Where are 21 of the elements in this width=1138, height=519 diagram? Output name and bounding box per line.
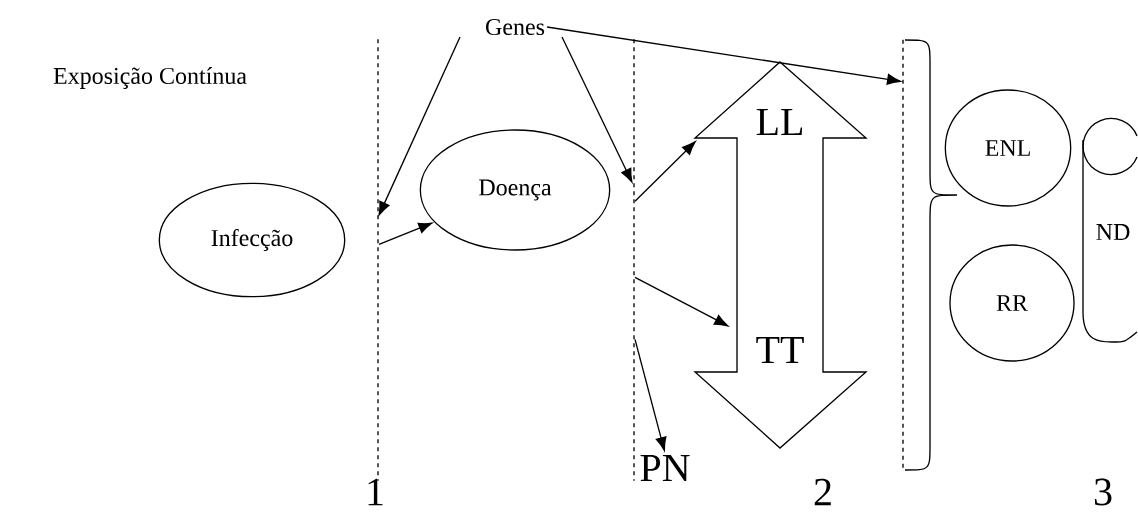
arrow — [634, 141, 696, 202]
node-text: Genes — [486, 18, 545, 36]
ellipse-node: ENL — [944, 89, 1072, 207]
arrow — [634, 276, 729, 327]
arrow — [546, 26, 901, 85]
ellipse-node: RR — [949, 244, 1075, 362]
section-number: 2 — [814, 478, 831, 506]
arrow — [634, 338, 667, 451]
arrow — [378, 36, 461, 216]
arrow — [378, 222, 433, 245]
label-text: Exposição Contínua — [53, 67, 247, 89]
arrow — [561, 36, 633, 183]
section-number: 3 — [1094, 478, 1112, 506]
node-text: PN — [640, 454, 690, 482]
ellipse-node: Infecção — [158, 182, 346, 298]
dashed-divider — [902, 39, 904, 471]
dashed-divider — [633, 38, 635, 482]
label-text: ND — [1096, 224, 1130, 240]
dashed-divider — [377, 38, 379, 482]
section-number: 1 — [368, 478, 383, 506]
ellipse-node: Doença — [419, 129, 611, 251]
